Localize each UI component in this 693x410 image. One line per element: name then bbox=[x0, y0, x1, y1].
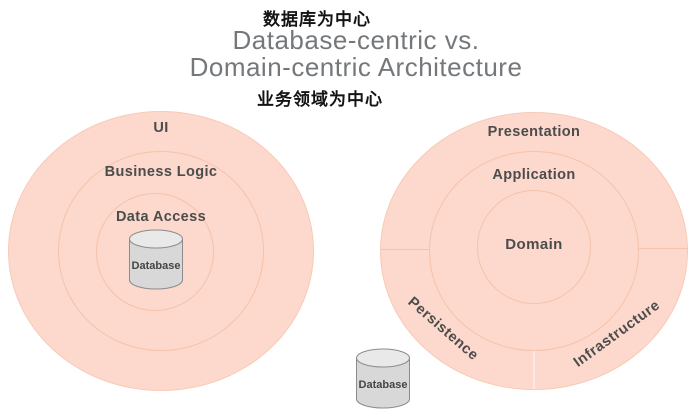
ring-label-presentation: Presentation bbox=[487, 124, 581, 140]
ring-label-business-logic: Business Logic bbox=[104, 164, 218, 180]
title-line-2: Domain-centric Architecture bbox=[189, 52, 523, 82]
title-line-1: Database-centric vs. bbox=[232, 25, 480, 55]
left-middle-ring bbox=[58, 151, 264, 351]
ring-label-ui: UI bbox=[153, 120, 169, 136]
segment-divider-left bbox=[381, 249, 429, 250]
annotation-top-cn: 数据库为中心 bbox=[263, 10, 371, 29]
right-middle-ring bbox=[429, 151, 639, 351]
segment-divider-right bbox=[639, 248, 688, 249]
database-label: Database bbox=[359, 379, 408, 391]
database-cylinder-icon: Database bbox=[356, 348, 410, 409]
ring-label-domain: Domain bbox=[505, 236, 563, 253]
ring-label-application: Application bbox=[492, 167, 576, 183]
segment-divider-bottom bbox=[533, 351, 535, 389]
left-inner-ring bbox=[96, 193, 214, 311]
right-inner-ring bbox=[477, 190, 591, 304]
database-cylinder-icon: Database bbox=[129, 229, 183, 290]
annotation-bottom-cn: 业务领域为中心 bbox=[257, 90, 383, 109]
database-label: Database bbox=[132, 260, 181, 272]
page-title: Database-centric vs. Domain-centric Arch… bbox=[46, 27, 666, 81]
domain-centric-diagram: Presentation Application Domain Persiste… bbox=[380, 112, 688, 390]
ring-label-data-access: Data Access bbox=[115, 209, 207, 225]
database-centric-diagram: UI Business Logic Data Access Database bbox=[8, 111, 314, 391]
